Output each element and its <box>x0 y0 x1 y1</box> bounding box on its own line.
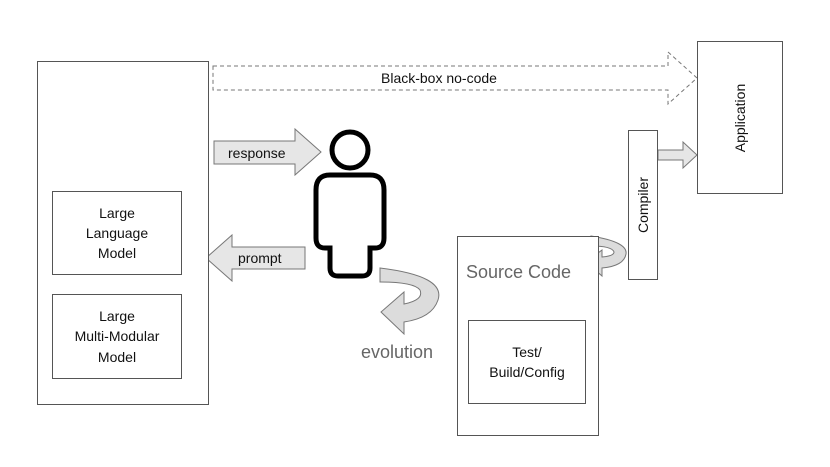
response-label: response <box>228 145 286 161</box>
large-language-model-box: Large Language Model <box>52 191 182 275</box>
evolution-curved-arrow <box>379 267 440 336</box>
prompt-arrow <box>205 233 306 283</box>
black-box-arrow <box>212 50 698 106</box>
person-icon <box>313 129 387 279</box>
compiler-label: Compiler <box>635 176 651 234</box>
test-build-config-box: Test/ Build/Config <box>468 320 586 404</box>
large-multi-modular-model-box: Large Multi-Modular Model <box>52 294 182 379</box>
compiler-box <box>628 130 658 280</box>
black-box-label: Black-box no-code <box>381 70 497 86</box>
compiler-to-application-arrow <box>657 140 698 170</box>
large-language-model-label: Large Language Model <box>85 204 149 262</box>
large-multi-modular-model-label: Large Multi-Modular Model <box>74 308 160 365</box>
application-box <box>697 41 783 194</box>
evolution-label: evolution <box>361 342 434 362</box>
application-label: Application <box>732 83 748 153</box>
response-arrow <box>213 127 322 177</box>
test-build-config-label: Test/ Build/Config <box>489 343 565 380</box>
prompt-label: prompt <box>238 250 282 266</box>
source-code-label: Source Code <box>466 262 572 282</box>
